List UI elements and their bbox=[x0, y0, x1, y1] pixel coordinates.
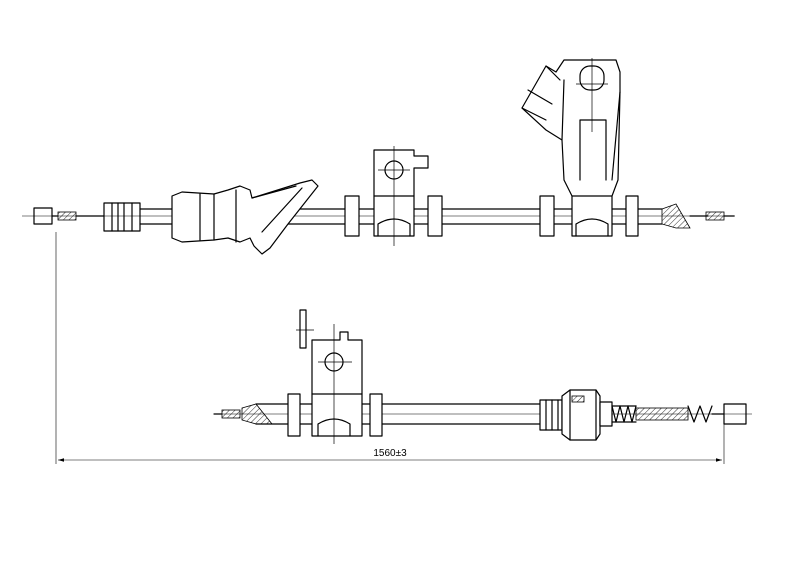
bottom-bracket-tab bbox=[299, 309, 307, 349]
bottom-clamp-left bbox=[287, 393, 301, 437]
top-right-conduit-end bbox=[661, 203, 691, 229]
bottom-view-cable bbox=[213, 309, 752, 444]
top-middle-clamp-right bbox=[427, 195, 443, 237]
top-right-clamp-left bbox=[539, 195, 555, 237]
top-middle-clamp-left bbox=[344, 195, 360, 237]
bottom-threaded-rod bbox=[635, 407, 689, 421]
dimension-label: 1560±3 bbox=[373, 448, 407, 459]
top-right-threaded-wire bbox=[705, 211, 725, 221]
top-conduit-cap bbox=[103, 202, 141, 232]
bottom-bracket bbox=[311, 331, 363, 437]
bottom-left-threaded-wire bbox=[221, 409, 241, 419]
bottom-adjuster-sleeve bbox=[539, 399, 563, 431]
bottom-adjuster-nut bbox=[561, 389, 601, 441]
top-middle-bracket bbox=[373, 149, 429, 237]
top-view-cable bbox=[22, 58, 735, 255]
top-right-clamp-right bbox=[625, 195, 639, 237]
bottom-clamp-right bbox=[369, 393, 383, 437]
top-left-threaded-wire bbox=[57, 211, 77, 221]
top-rubber-grommet bbox=[171, 179, 319, 255]
bottom-right-end-fitting bbox=[723, 403, 747, 425]
bottom-adjuster-collar bbox=[599, 401, 613, 427]
top-right-bracket bbox=[521, 59, 621, 237]
overall-length-dimension: 1560±3 bbox=[55, 232, 725, 464]
